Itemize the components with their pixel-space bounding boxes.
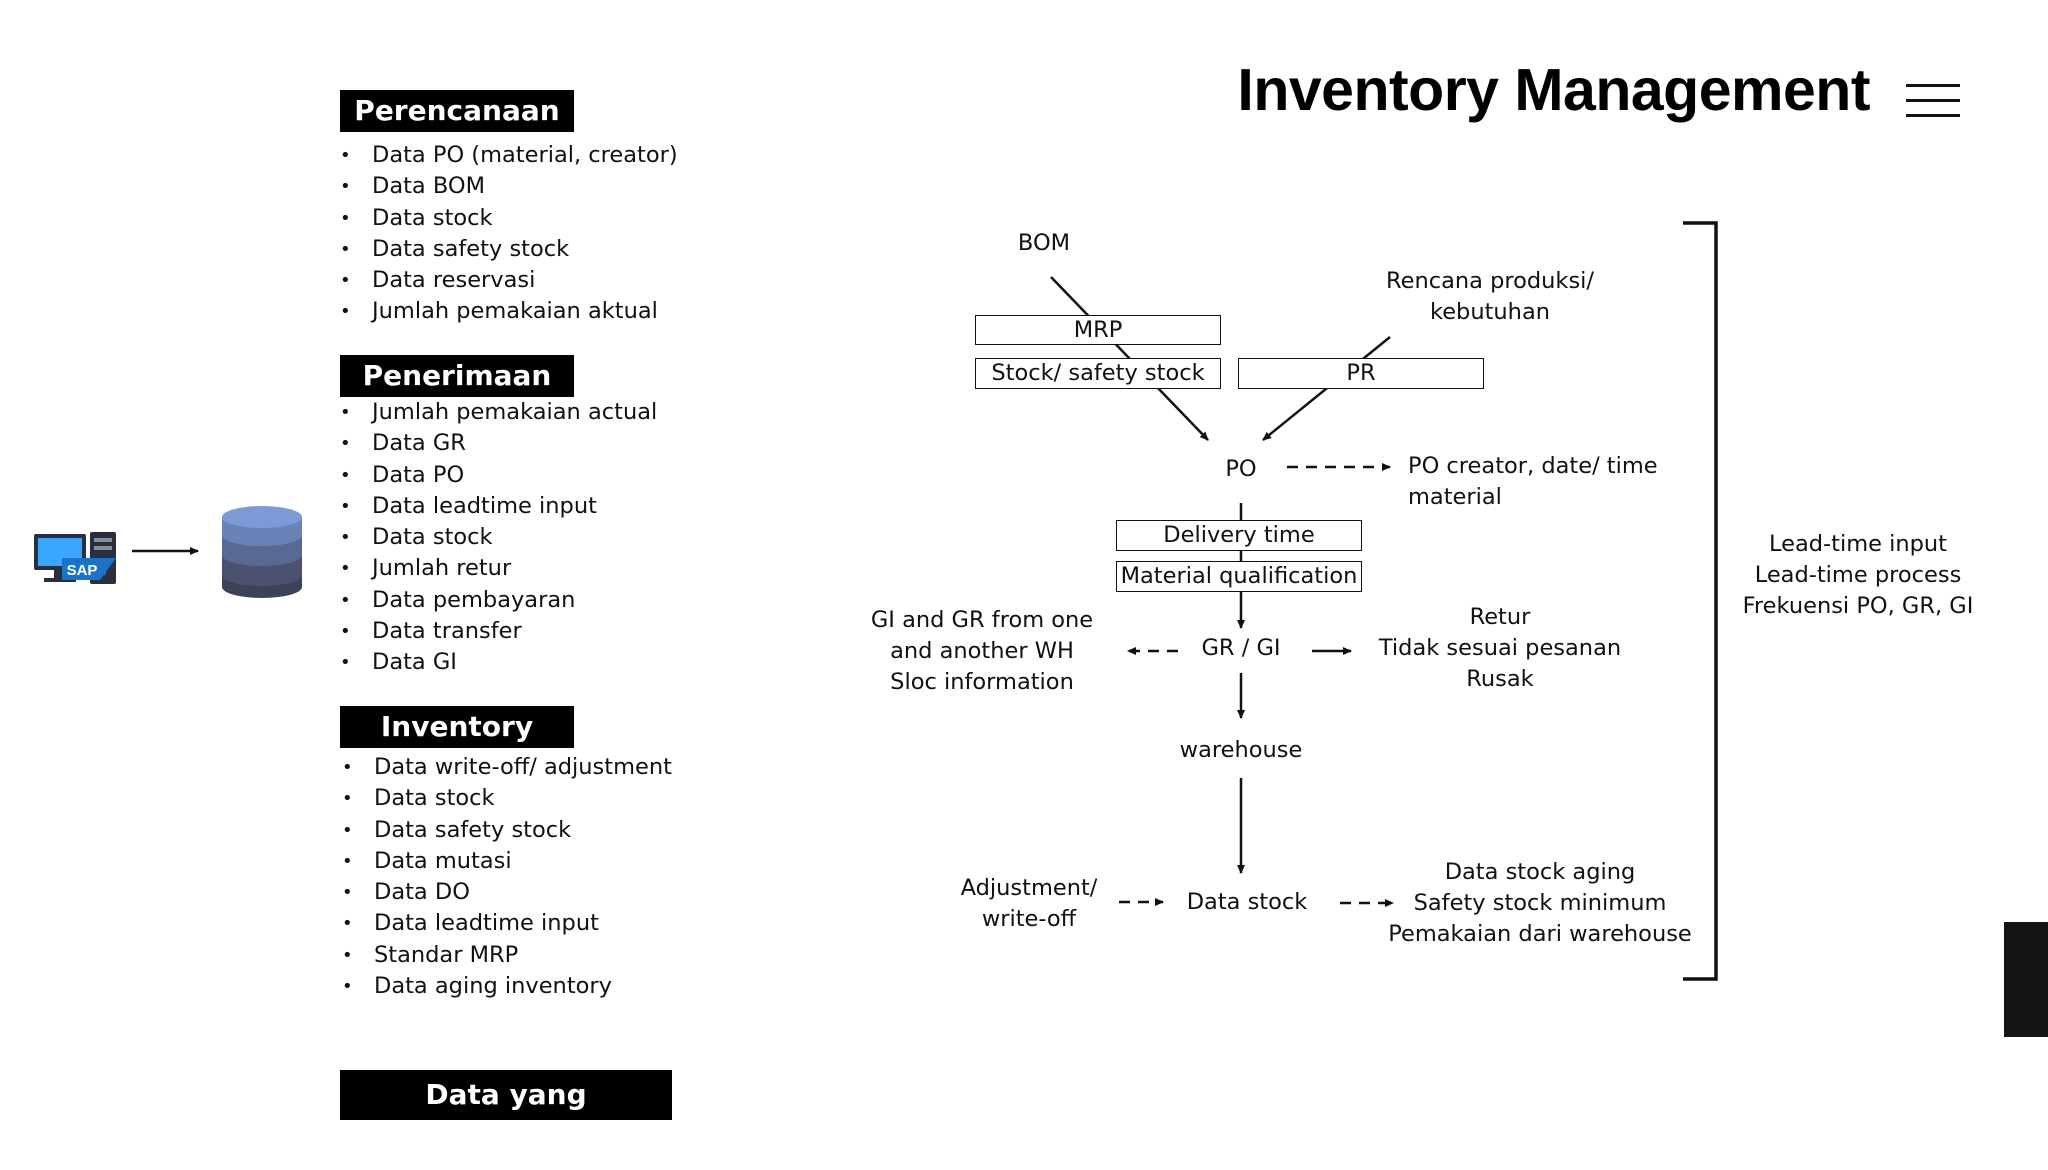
flow-data-stock: Data stock: [1186, 889, 1308, 915]
flow-box-material-qualification: Material qualification: [1116, 561, 1362, 592]
list-item: Data safety stock: [342, 815, 672, 847]
section-label-inventory: Inventory: [340, 706, 574, 748]
list-item: Data reservasi: [340, 265, 678, 297]
flow-po-info-line-2: material: [1408, 484, 1502, 510]
list-item: Jumlah retur: [340, 553, 657, 585]
flow-retur-line-1: Retur: [1469, 604, 1531, 630]
list-penerimaan: Jumlah pemakaian actual Data GR Data PO …: [340, 397, 657, 679]
list-item: Data write-off/ adjustment: [342, 752, 672, 784]
list-item: Data GR: [340, 428, 657, 460]
bracket-notes: Lead-time input Lead-time process Frekue…: [1736, 529, 1980, 622]
flow-adjustment-line-1: Adjustment/: [960, 875, 1098, 901]
list-item: Jumlah pemakaian actual: [340, 397, 657, 429]
section-label-penerimaan: Penerimaan: [340, 355, 574, 397]
bracket-note: Lead-time input: [1768, 531, 1948, 557]
flow-bom: BOM: [1017, 230, 1071, 256]
flow-retur-line-2: Tidak sesuai pesanan: [1378, 635, 1622, 661]
flow-wh-info-line-3: Sloc information: [890, 669, 1074, 695]
list-item: Data PO (material, creator): [340, 140, 678, 172]
flow-po-info-line-1: PO creator, date/ time: [1408, 453, 1658, 479]
flow-aging: Data stock aging Safety stock minimum Pe…: [1380, 857, 1700, 950]
flow-rencana-line-2: kebutuhan: [1429, 299, 1550, 325]
flow-wh-info: GI and GR from one and another WH Sloc i…: [862, 605, 1102, 698]
sap-logo-text: SAP: [67, 562, 98, 579]
list-item: Data stock: [340, 203, 678, 235]
list-item: Data transfer: [340, 616, 657, 648]
flow-rencana-line-1: Rencana produksi/: [1385, 268, 1594, 294]
flow-retur: Retur Tidak sesuai pesanan Rusak: [1366, 602, 1634, 695]
list-item: Data stock: [342, 783, 672, 815]
flow-rencana-produksi: Rencana produksi/ kebutuhan: [1360, 266, 1620, 328]
bracket-note: Lead-time process: [1754, 562, 1962, 588]
flow-box-stock-safety-stock: Stock/ safety stock: [975, 358, 1221, 389]
list-item: Data leadtime input: [342, 908, 672, 940]
bracket-note: Frekuensi PO, GR, GI: [1742, 593, 1974, 619]
flow-aging-line-1: Data stock aging: [1444, 859, 1636, 885]
flow-box-delivery-time: Delivery time: [1116, 520, 1362, 551]
flow-adjustment-line-2: write-off: [981, 906, 1077, 932]
list-item: Data leadtime input: [340, 491, 657, 523]
side-tab[interactable]: [2004, 922, 2048, 1037]
list-item: Data DO: [342, 877, 672, 909]
list-item: Data BOM: [340, 171, 678, 203]
list-item: Data pembayaran: [340, 585, 657, 617]
list-item: Data aging inventory: [342, 971, 672, 1003]
list-item: Data stock: [340, 522, 657, 554]
flow-box-pr: PR: [1238, 358, 1484, 389]
sap-computer-icon: SAP: [32, 528, 118, 588]
list-perencanaan: Data PO (material, creator) Data BOM Dat…: [340, 140, 678, 328]
list-item: Data PO: [340, 460, 657, 492]
flow-po: PO: [1225, 456, 1257, 482]
flow-retur-line-3: Rusak: [1466, 666, 1534, 692]
hamburger-menu-icon[interactable]: [1906, 84, 1960, 118]
flow-adjustment: Adjustment/ write-off: [948, 873, 1110, 935]
flow-aging-line-3: Pemakaian dari warehouse: [1388, 921, 1692, 947]
flow-warehouse: warehouse: [1179, 737, 1303, 763]
list-item: Data safety stock: [340, 234, 678, 266]
page-title: Inventory Management: [1237, 57, 1870, 123]
section-label-perencanaan: Perencanaan: [340, 90, 574, 132]
flow-po-info: PO creator, date/ time material: [1408, 451, 1658, 513]
flow-aging-line-2: Safety stock minimum: [1413, 890, 1667, 916]
list-item: Data GI: [340, 647, 657, 679]
flow-grgi: GR / GI: [1201, 635, 1281, 661]
flow-wh-info-line-2: and another WH: [890, 638, 1074, 664]
list-item: Jumlah pemakaian aktual: [340, 296, 678, 328]
flow-box-mrp: MRP: [975, 315, 1221, 345]
list-inventory: Data write-off/ adjustment Data stock Da…: [342, 752, 672, 1003]
list-item: Data mutasi: [342, 846, 672, 878]
database-icon: [220, 505, 304, 599]
list-item: Standar MRP: [342, 940, 672, 972]
flow-wh-info-line-1: GI and GR from one: [870, 607, 1094, 633]
